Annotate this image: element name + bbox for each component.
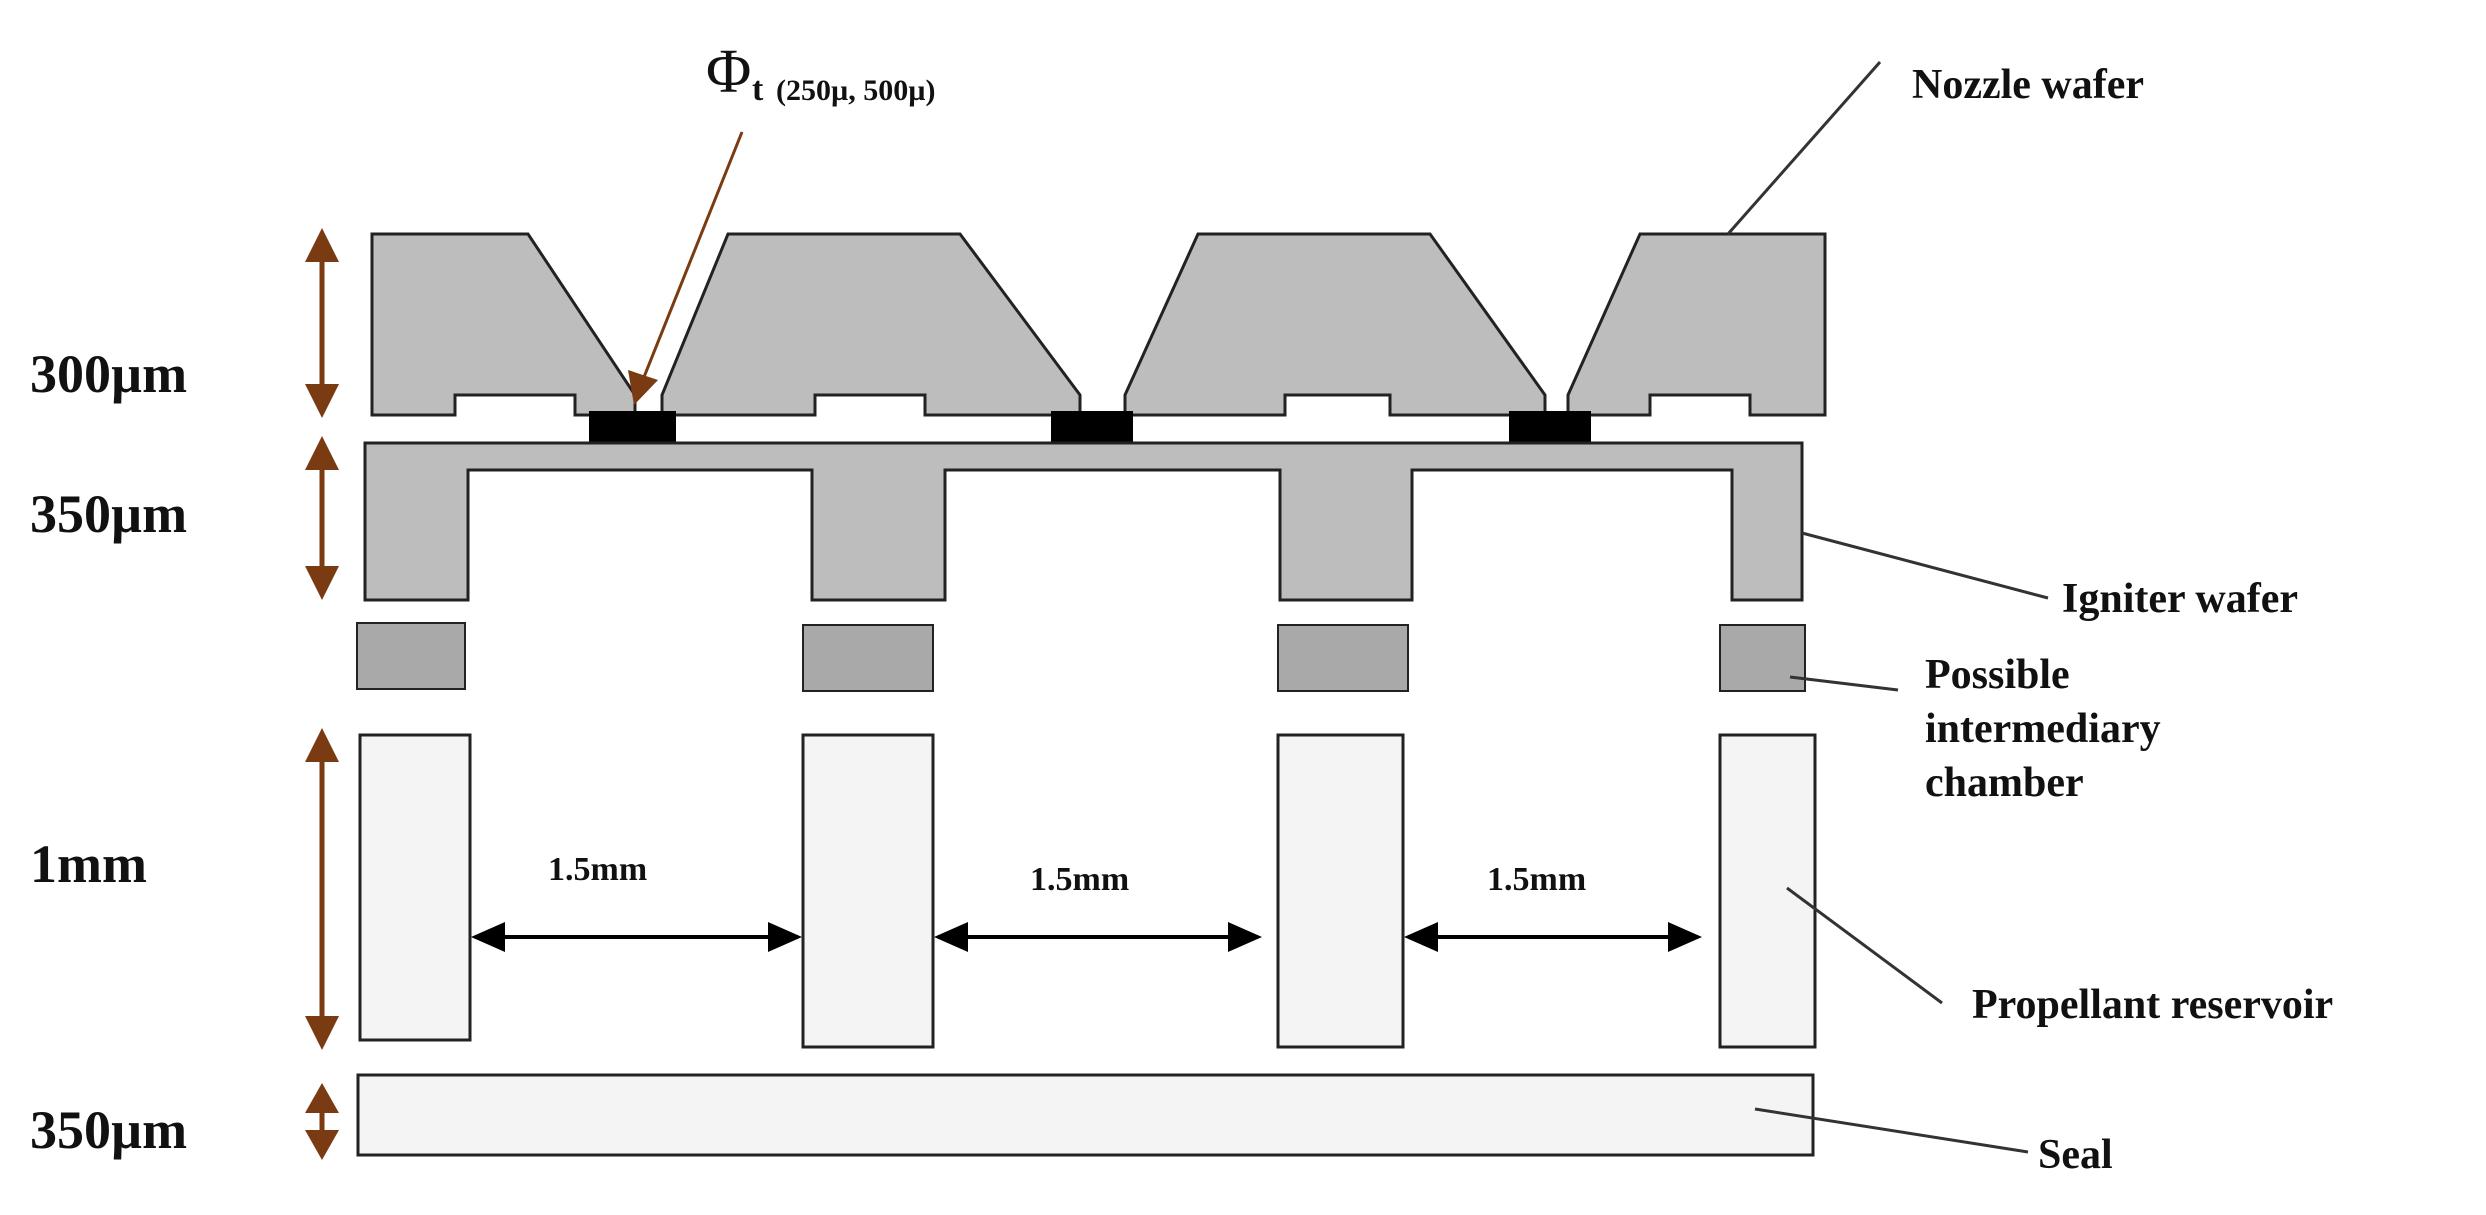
leader-seal <box>1754 1107 2029 1154</box>
label-intermediary-line1: Possible <box>1925 652 2070 698</box>
heaters <box>589 411 1591 443</box>
arrowhead <box>305 228 339 262</box>
reservoir-wall-1 <box>358 733 472 1042</box>
label-intermediary-line3: chamber <box>1925 760 2084 806</box>
intermediary-block-4 <box>1719 624 1806 692</box>
nozzle-segment-4 <box>1566 232 1827 417</box>
throat-symbol: Φ <box>706 38 751 106</box>
arrowhead <box>305 384 339 418</box>
label-igniter-wafer: Igniter wafer <box>2062 576 2298 622</box>
arrowhead <box>305 436 339 470</box>
igniter-wafer <box>363 441 1804 602</box>
leader-propellant <box>1786 886 1943 1005</box>
arrowhead <box>305 728 339 762</box>
throat-pointer-line <box>636 131 744 393</box>
label-nozzle-wafer: Nozzle wafer <box>1912 62 2144 108</box>
nozzle-segment-2 <box>660 232 1082 417</box>
intermediary-chamber <box>356 622 1806 692</box>
propellant-reservoir <box>358 733 1817 1049</box>
nozzle-wafer <box>370 232 1827 417</box>
label-propellant-reservoir: Propellant reservoir <box>1972 982 2333 1028</box>
dim-label-reservoir: 1mm <box>30 834 147 894</box>
throat-label: Φ t (250µ, 500µ) <box>706 38 936 108</box>
reservoir-wall-3 <box>1276 733 1405 1049</box>
throat-subscript: t <box>752 71 764 108</box>
spacing-label-1: 1.5mm <box>548 851 647 888</box>
dim-label-seal: 350µm <box>30 1100 187 1160</box>
arrowhead <box>305 1016 339 1050</box>
throat-values: (250µ, 500µ) <box>776 74 936 107</box>
intermediary-block-1 <box>356 622 466 690</box>
leader-intermediary <box>1789 675 1899 692</box>
nozzle-segment-3 <box>1123 232 1547 417</box>
seal-layer <box>356 1073 1815 1157</box>
dimension-arrowheads <box>305 228 339 1160</box>
spacing-label-3: 1.5mm <box>1487 861 1586 898</box>
heater-pad-2 <box>1051 411 1133 443</box>
arrowhead <box>305 566 339 600</box>
reservoir-wall-4 <box>1718 733 1817 1049</box>
leader-nozzle-wafer <box>1726 61 1882 235</box>
label-seal: Seal <box>2038 1132 2113 1178</box>
arrowhead <box>305 1083 339 1113</box>
dim-label-igniter: 350µm <box>30 484 187 544</box>
heater-pad-3 <box>1509 411 1591 443</box>
leader-lines <box>1726 61 2049 1154</box>
heater-pad-1 <box>589 411 676 443</box>
intermediary-block-3 <box>1277 624 1409 692</box>
arrowhead <box>305 1130 339 1160</box>
label-intermediary-line2: intermediary <box>1925 706 2161 752</box>
nozzle-segment-1 <box>370 232 637 417</box>
intermediary-block-2 <box>802 624 934 692</box>
reservoir-wall-2 <box>801 733 935 1049</box>
spacing-label-2: 1.5mm <box>1030 861 1129 898</box>
throat-pointer-head <box>628 370 658 405</box>
leader-igniter-wafer <box>1801 531 2049 600</box>
dim-label-nozzle: 300µm <box>30 344 187 404</box>
